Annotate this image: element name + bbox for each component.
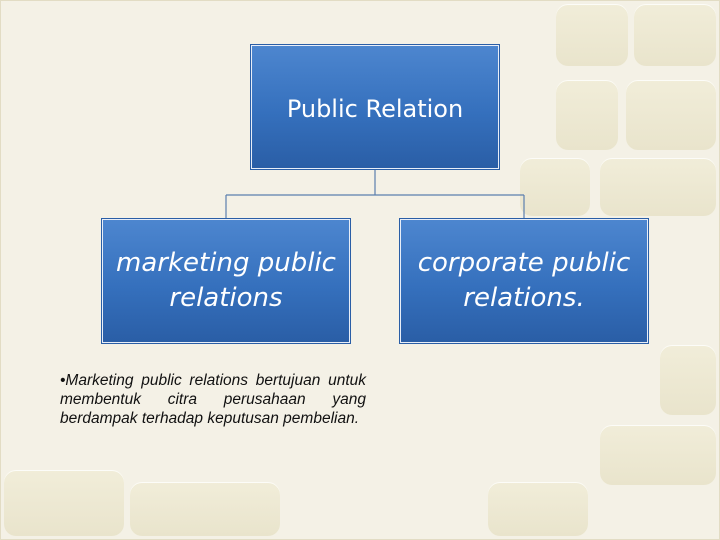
- root-node-public-relation: Public Relation: [251, 45, 499, 169]
- child-node-marketing-public-relations: marketing public relations: [102, 219, 350, 343]
- child-node-label: corporate public relations.: [417, 247, 631, 313]
- description-text: •Marketing public relations bertujuan un…: [60, 372, 366, 427]
- child-node-corporate-public-relations: corporate public relations.: [400, 219, 648, 343]
- connector-root-to-children: [225, 169, 525, 219]
- child-node-label: marketing public relations: [116, 247, 336, 313]
- root-node-label: Public Relation: [286, 95, 464, 123]
